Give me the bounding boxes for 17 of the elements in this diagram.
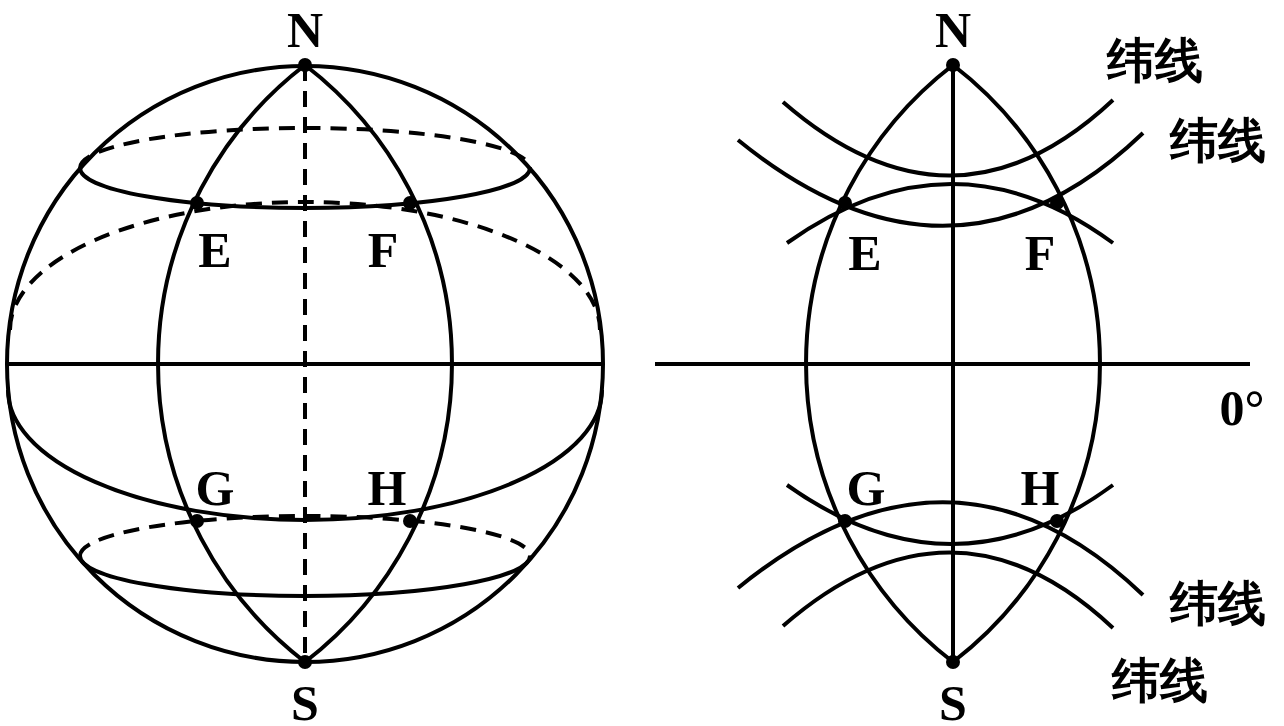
latitude-label: 纬线: [1112, 656, 1208, 704]
point-label: H: [1020, 463, 1060, 513]
point-label: F: [367, 225, 399, 275]
point-label: E: [848, 228, 882, 278]
point-label: E: [198, 225, 232, 275]
point-label: F: [1024, 228, 1056, 278]
point-label: G: [195, 463, 235, 513]
point-label: G: [846, 463, 886, 513]
point-label: N: [934, 5, 972, 55]
point-label: S: [939, 678, 967, 726]
degree-label: 0°: [1219, 383, 1265, 433]
point-label: S: [291, 678, 319, 726]
latitude-label: 纬线: [1170, 116, 1266, 164]
latitude-label: 纬线: [1107, 36, 1203, 84]
point-label: N: [286, 5, 324, 55]
latitude-label: 纬线: [1170, 579, 1266, 627]
point-label: H: [367, 463, 407, 513]
